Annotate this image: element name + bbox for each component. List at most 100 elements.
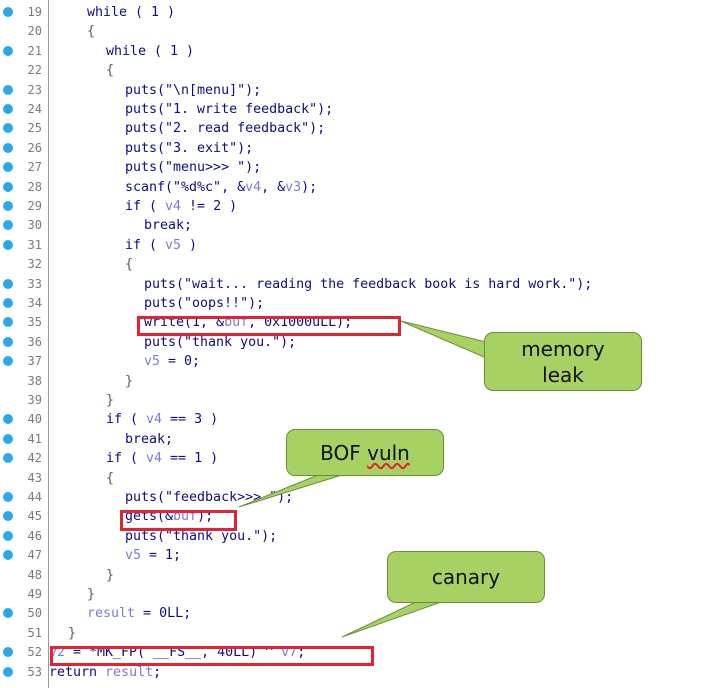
line-number: 32 [27,257,42,272]
line-number: 42 [27,451,42,466]
code-text: v5 = 0; [144,352,200,371]
code-token: scanf("%d%c", & [125,179,246,195]
code-token: puts("thank you."); [125,528,278,544]
code-identifier: v4 [245,179,262,195]
breakpoint-dot-icon[interactable] [3,298,13,308]
line-number: 46 [27,528,42,543]
breakpoint-dot-icon[interactable] [3,433,13,444]
breakpoint-dot-icon[interactable] [3,162,13,173]
code-text: if ( v4 != 2 ) [125,197,237,216]
line-number: 34 [27,296,42,310]
code-token: } [87,587,96,602]
breakpoint-dot-icon[interactable] [3,123,13,134]
code-identifier: v4 [146,451,163,467]
breakpoint-dot-icon[interactable] [3,666,13,677]
breakpoint-dot-icon[interactable] [3,45,13,56]
code-token: { [125,257,134,273]
breakpoint-dot-icon[interactable] [3,453,13,464]
line-number: 53 [27,664,42,679]
code-token: break; [125,431,174,447]
code-identifier: v4 [165,199,182,214]
line-number: 31 [27,237,42,252]
code-line: 51} [0,624,710,643]
line-number: 19 [27,5,42,19]
breakpoint-dot-icon[interactable] [3,317,13,328]
breakpoint-dot-icon[interactable] [3,414,13,425]
breakpoint-dot-icon[interactable] [3,239,13,250]
code-identifier: v3 [285,179,302,195]
canary-callout: canary [387,551,545,603]
line-number: 37 [27,354,42,369]
code-text: break; [144,216,192,235]
code-text: { [106,61,114,80]
breakpoint-dot-icon[interactable] [3,7,13,17]
breakpoint-dot-icon[interactable] [3,511,13,522]
code-text: puts("oops!!"); [144,294,264,313]
code-token: puts("2. read feedback"); [125,121,326,137]
line-number: 41 [27,431,42,446]
code-token: if ( [125,199,166,214]
code-line: 42 if ( v4 == 1 ) [0,449,710,468]
code-token: == 1 ) [162,451,219,467]
code-line: 49} [0,585,710,604]
code-line: 38} [0,372,710,391]
code-text: } [68,624,76,643]
breakpoint-dot-icon[interactable] [3,530,13,541]
line-number: 24 [27,102,42,116]
breakpoint-dot-icon[interactable] [3,647,13,658]
code-token: { [106,63,115,79]
breakpoint-dot-icon[interactable] [3,84,13,95]
code-token: } [68,625,77,641]
code-token: != 2 ) [181,199,238,214]
code-text: result = 0LL; [87,604,191,623]
breakpoint-dot-icon[interactable] [3,608,13,619]
breakpoint-dot-icon[interactable] [3,278,13,289]
code-identifier: v5 [165,237,182,253]
breakpoint-dot-icon[interactable] [3,492,13,502]
code-line: 48} [0,566,710,585]
code-text: puts("\n[menu]"); [125,81,261,100]
breakpoint-dot-icon[interactable] [3,104,13,114]
code-text: puts("thank you."); [144,333,296,352]
breakpoint-dot-icon[interactable] [3,356,13,367]
breakpoint-dot-icon[interactable] [3,336,13,347]
code-text: puts("wait... reading the feedback book … [144,275,592,294]
line-number: 45 [27,509,42,524]
code-text: while ( 1 ) [106,42,194,61]
canary-pointer [341,600,445,638]
code-text: write(1, &buf, 0x1000uLL); [144,313,352,332]
breakpoint-dot-icon[interactable] [3,201,13,211]
breakpoint-dot-icon[interactable] [3,142,13,153]
write-leak-highlight [137,316,401,336]
code-token: = 1; [141,548,182,564]
code-token: if ( [106,451,147,467]
code-token: { [87,24,96,40]
line-number: 36 [27,334,42,349]
line-number: 20 [27,24,42,39]
code-token: } [125,373,134,389]
code-identifier: result [87,606,136,622]
code-text: if ( v4 == 3 ) [106,410,218,429]
line-number: 23 [27,82,42,97]
line-number: 43 [27,470,42,485]
breakpoint-dot-icon[interactable] [3,181,13,192]
code-line: 39} [0,391,710,410]
line-number: 50 [27,606,42,621]
code-token: gets(& [125,509,174,525]
line-number: 27 [27,160,42,175]
breakpoint-dot-icon[interactable] [3,550,13,561]
line-number: 35 [27,315,42,330]
code-token: puts("3. exit"); [125,140,254,156]
breakpoint-dot-icon[interactable] [3,220,13,231]
code-line: 22{ [0,61,710,80]
code-text: } [87,585,95,604]
code-token: = 0; [160,354,201,370]
code-text: return result; [49,663,161,682]
code-token: puts("oops!!"); [144,296,265,311]
